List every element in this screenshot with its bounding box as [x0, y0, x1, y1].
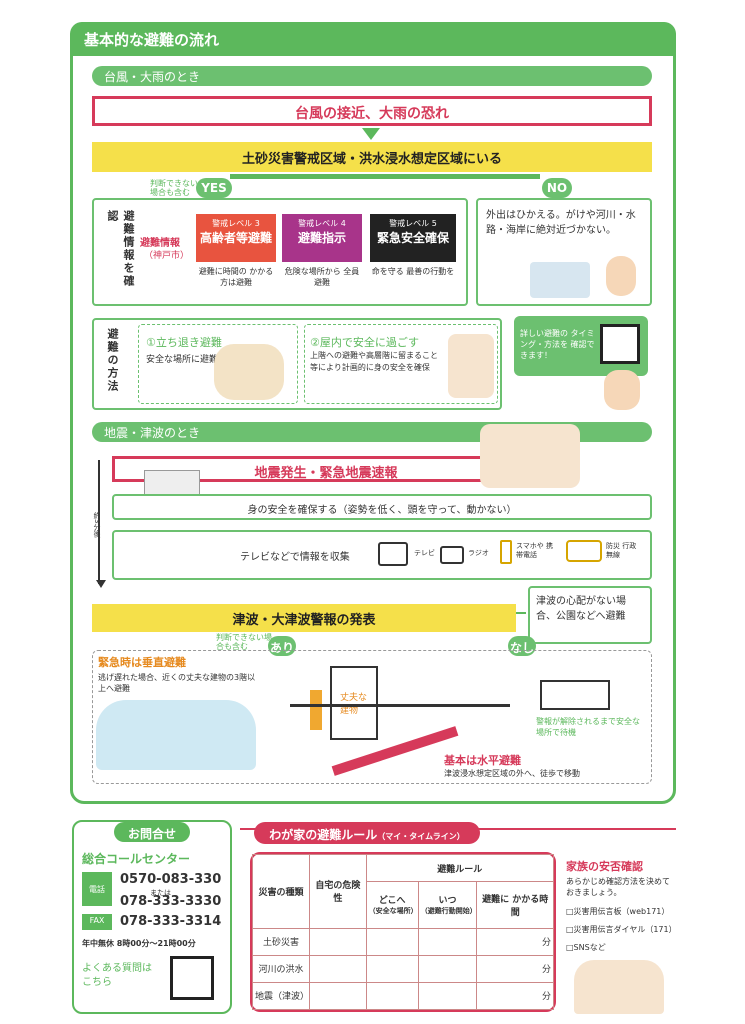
faq-link[interactable]: よくある質問はこちら [82, 963, 152, 988]
falling-objects-illustration [480, 424, 580, 488]
tel-label: 電話 [82, 872, 112, 906]
table-row: 河川の洪水分 [251, 954, 554, 983]
no-connector [516, 612, 526, 614]
typhoon-trigger: 台風の接近、大雨の恐れ [92, 96, 652, 126]
option-2[interactable]: □災害用伝言ダイヤル（171） [566, 925, 677, 934]
quake-unsure-note: 判断できない場合も含む [216, 633, 272, 651]
method2-text: 上階への避難や高層階に留まること等により計画的に身の安全を確保 [310, 351, 438, 372]
table-row: 地震（津波）分 [251, 981, 554, 1011]
building-label: 丈夫な建物 [340, 693, 368, 716]
no-text: 外出はひかえる。がけや河川・水路・海岸に絶対近づかない。 [486, 210, 636, 236]
tsunami-warning: 津波・大津波警報の発表 [92, 604, 516, 632]
no-tsunami-text: 津波の心配がない場合、公園などへ避難 [536, 596, 626, 622]
level-4-note: 危険な場所から 全員避難 [284, 267, 360, 287]
horizontal-title: 基本は水平避難 [444, 754, 521, 767]
col-type: 災害の種類 [251, 854, 311, 929]
method1-box [138, 324, 298, 404]
info-gather-box [112, 530, 652, 580]
vertical-title: 緊急時は垂直避難 [98, 656, 186, 669]
typhoon-section-bar: 台風・大雨のとき [92, 66, 652, 86]
arrow-icon [362, 128, 380, 140]
qr-code-icon[interactable] [600, 324, 640, 364]
level-3-note: 避難に時間の かかる方は避難 [198, 267, 274, 287]
col-time: 避難に かかる時間 [476, 881, 554, 929]
typhoon-unsure-note: 判断できない場合も含む [150, 179, 198, 197]
family-home-illustration [448, 334, 494, 398]
typhoon-zone: 土砂災害警戒区域・洪水浸水想定区域にいる [92, 142, 652, 172]
timeline-arrow-icon [96, 580, 106, 588]
col-rule: 避難ルール [365, 853, 555, 883]
method1-title: ①立ち退き避難 [146, 336, 222, 349]
col-danger: 自宅の危険性 [309, 854, 367, 929]
qr-code-icon-faq[interactable] [170, 956, 214, 1000]
family-header: わが家の避難ルール（マイ・タイムライン） [254, 822, 480, 844]
evacuation-scene [92, 650, 652, 784]
radio-icon [440, 546, 464, 564]
media-phone: スマホや 携帯電話 [516, 542, 554, 560]
houses-illustration [540, 680, 610, 710]
media-tv: テレビ [414, 549, 435, 557]
method-label: 避難の方法 [106, 328, 119, 393]
table-row: 土砂災害分 [251, 927, 554, 956]
vertical-text: 逃げ遅れた場合、近くの丈夫な建物の3階以上へ避難 [98, 673, 256, 694]
option-1[interactable]: □災害用伝言板（web171） [566, 907, 670, 916]
fax-number[interactable]: 078-333-3314 [120, 914, 222, 929]
method1-text: 安全な場所に避難 [146, 355, 219, 365]
center-name: 総合コールセンター [82, 852, 191, 866]
phone-icon [500, 540, 512, 564]
yes-badge: YES [196, 178, 232, 198]
tv-icon [378, 542, 408, 566]
no-badge-quake: なし [508, 636, 536, 656]
safety-box: 身の安全を確保する（姿勢を低く、頭を守って、動かない） [112, 494, 652, 520]
tel-or: または [150, 889, 171, 897]
tel2[interactable]: 078-333-3330 [120, 894, 222, 909]
info-label: 避難情報を確認 [106, 210, 135, 288]
info-city: （神戸市） [144, 251, 190, 261]
no-tsunami-box: 津波の心配がない場合、公園などへ避難 [528, 586, 652, 644]
fax-label: FAX [82, 914, 112, 930]
col-where: どこへ（安全な場所） [365, 881, 419, 929]
col-when: いつ（避難行動開始） [417, 881, 478, 929]
yes-badge-quake: あり [268, 636, 296, 656]
page-title: 基本的な避難の流れ [70, 22, 676, 56]
rain-illustration [530, 262, 590, 298]
person-illustration [606, 256, 636, 296]
info-gather-text: テレビなどで情報を収集 [240, 552, 350, 563]
timeline-line [98, 460, 104, 584]
wait-text: 警報が解除されるまで安全な場所で待機 [536, 717, 640, 738]
media-radio: ラジオ [468, 549, 489, 557]
building-illustration [330, 666, 378, 740]
safety-title: 家族の安否確認 [566, 860, 643, 873]
method2-box [304, 324, 498, 404]
media-radio-system: 防災 行政無線 [606, 542, 637, 560]
wave-illustration [96, 700, 256, 770]
contact-hours: 年中無休 8時00分～21時00分 [82, 939, 196, 948]
speaker-icon [566, 540, 602, 562]
horizontal-text: 津波浸水想定区域の外へ、徒歩で移動 [444, 769, 580, 778]
method2-title: ②屋内で安全に過ごす [310, 336, 419, 349]
walking-family-illustration [214, 344, 284, 400]
contact-box [72, 820, 232, 1014]
no-badge: NO [542, 178, 572, 198]
approx-note: 約3分後 [93, 512, 101, 538]
phone-person-illustration [604, 370, 640, 410]
family-illustration [574, 960, 664, 1014]
level-5-note: 命を守る 最善の行動を [371, 267, 455, 276]
option-3[interactable]: □SNSなど [566, 943, 606, 952]
contact-header: お問合せ [114, 822, 190, 842]
rules-table: 災害の種類 自宅の危険性 避難ルール どこへ（安全な場所） いつ（避難行動開始）… [250, 852, 556, 1012]
up-arrow-icon [310, 690, 322, 730]
qr-text: 詳しい避難の タイミング・方法を 確認できます！ [520, 329, 595, 361]
branch-line [230, 174, 540, 182]
ground-line [290, 704, 510, 744]
info-source: 避難情報 [140, 238, 180, 249]
tel1[interactable]: 0570-083-330 [120, 872, 222, 887]
safety-text: あらかじめ確認方法を決めておきましょう。 [566, 877, 670, 898]
